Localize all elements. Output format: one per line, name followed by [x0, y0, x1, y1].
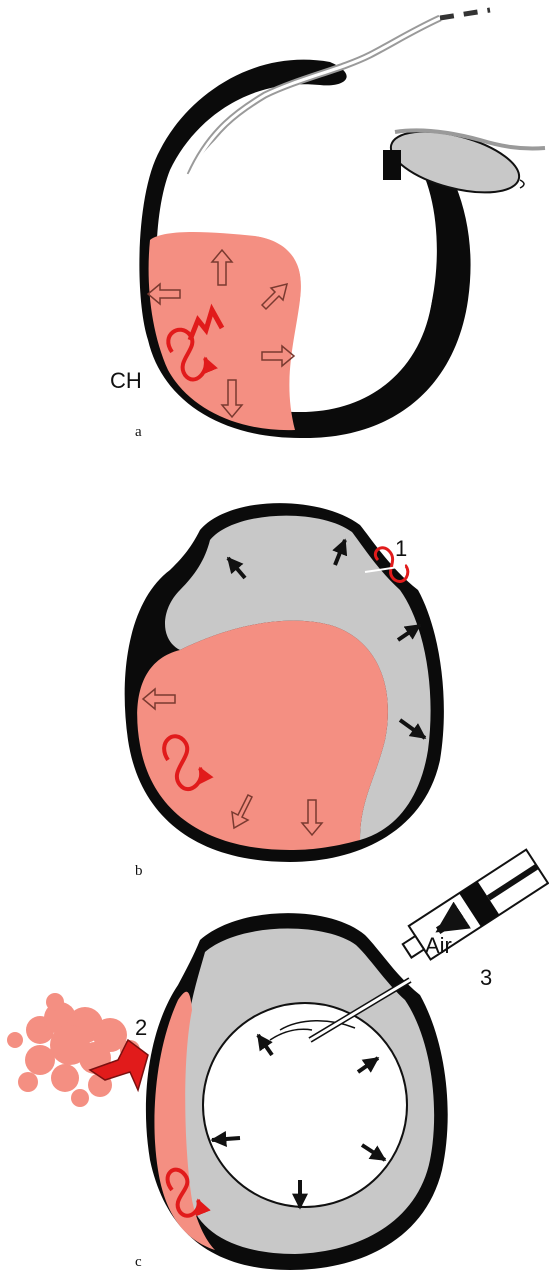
panel-a: CH a — [110, 10, 545, 440]
expelled-blood-c — [7, 993, 140, 1107]
label-marker-2: 2 — [135, 1015, 147, 1040]
label-marker-3: 3 — [480, 965, 492, 990]
panel-b: 1 b — [125, 503, 444, 879]
syringe-c — [396, 850, 548, 968]
label-air: Air — [425, 933, 452, 958]
air-bubble-c — [203, 1003, 407, 1207]
label-marker-1: 1 — [395, 536, 407, 561]
panel-letter-c: c — [135, 1254, 142, 1270]
panel-c: Air 3 2 c — [7, 850, 548, 1270]
panel-letter-a: a — [135, 424, 142, 440]
label-ch: CH — [110, 368, 142, 393]
panel-letter-b: b — [135, 863, 143, 879]
